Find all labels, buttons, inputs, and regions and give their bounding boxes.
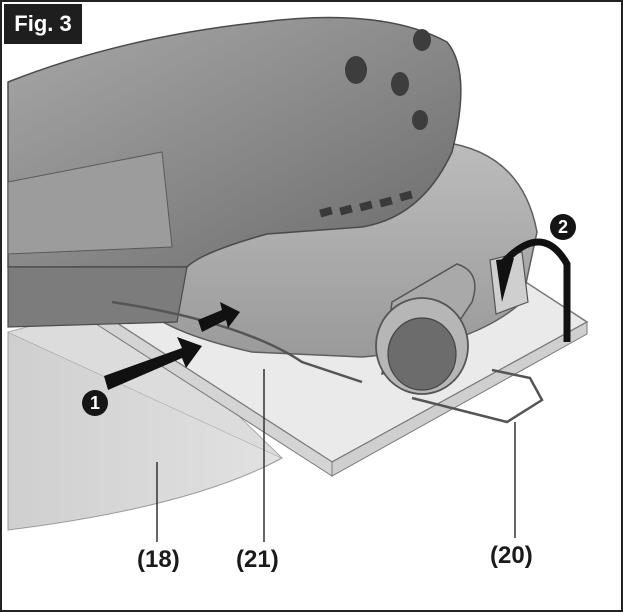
clamp-lever	[411, 368, 544, 424]
step-2-badge: 2	[550, 214, 576, 240]
sanding-sheet	[7, 331, 284, 531]
callout-20: (20)	[490, 542, 533, 569]
callout-21: (21)	[236, 546, 279, 573]
insert-arrow-small	[198, 302, 240, 332]
insert-arrow	[104, 337, 202, 390]
figure-label: Fig. 3	[4, 4, 82, 44]
clamp-wire-left	[111, 300, 363, 384]
dust-nozzle	[375, 263, 476, 395]
callout-18: (18)	[137, 546, 180, 573]
rotate-arrow	[499, 238, 571, 342]
step-1-badge: 1	[82, 390, 108, 416]
